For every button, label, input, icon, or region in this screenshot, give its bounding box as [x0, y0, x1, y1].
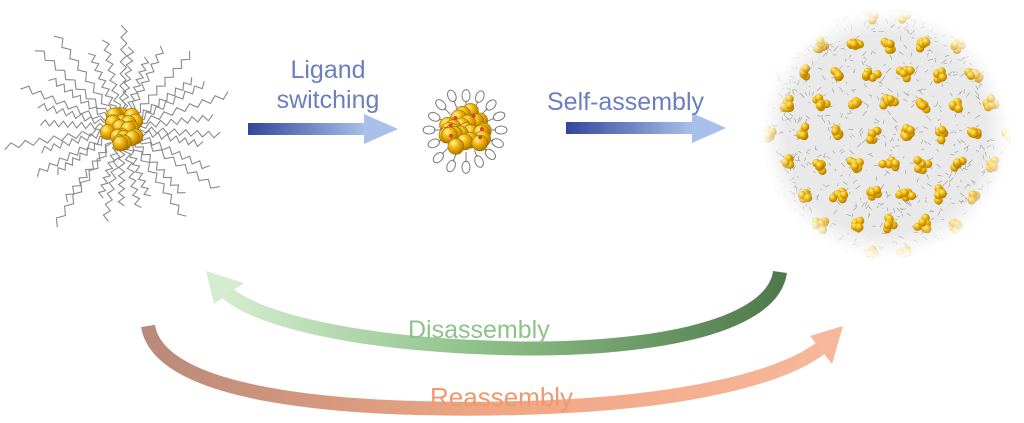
disassembly-label: Disassembly: [408, 316, 550, 345]
gold-cluster-long-ligands-icon: [5, 25, 228, 227]
ligand-switching-arrow-icon: [248, 114, 398, 144]
gold-cluster-short-ligands-icon: [423, 89, 507, 173]
self-assembly-label: Self-assembly: [547, 88, 704, 117]
ligand-switching-label: Ligand switching: [258, 55, 398, 115]
reassembly-label: Reassembly: [430, 382, 573, 413]
self-assembly-arrow-icon: [566, 113, 726, 143]
ligand-switching-line2: switching: [258, 85, 398, 115]
ligand-switching-line1: Ligand: [258, 55, 398, 85]
superlattice-circle-icon: [725, 0, 1024, 295]
